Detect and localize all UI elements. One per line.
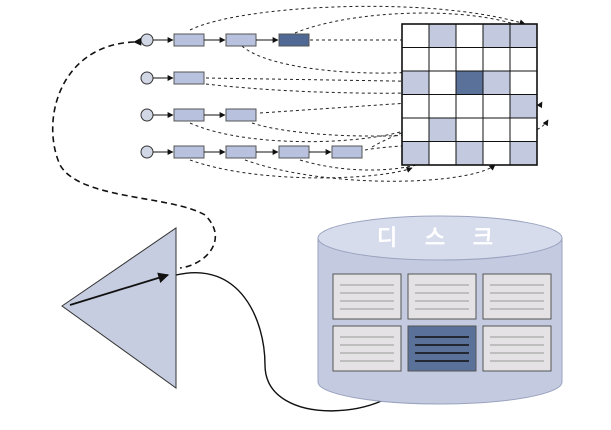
grid-cell (509, 47, 538, 72)
list-node (173, 108, 205, 122)
grid-cell-shaded (509, 23, 538, 48)
disk-block (482, 273, 552, 320)
grid-cell (455, 117, 484, 142)
grid-cell (428, 47, 457, 72)
list-head-circle (140, 33, 154, 47)
list-node (225, 33, 257, 47)
grid-cell-shaded (482, 23, 511, 48)
list-node (173, 145, 205, 159)
grid-cell-shaded (455, 141, 484, 166)
disk-block (332, 273, 402, 320)
disk-body (317, 238, 563, 405)
grid-cell (401, 47, 430, 72)
grid-cell (509, 70, 538, 95)
disk-top (317, 215, 563, 261)
list-node (173, 71, 205, 85)
pointer-link (294, 12, 526, 34)
grid-cell-shaded (401, 141, 430, 166)
grid-cell (455, 23, 484, 48)
grid-cell (401, 94, 430, 119)
grid-cell (482, 47, 511, 72)
disk-blocks (332, 273, 552, 372)
grid-cell (428, 141, 457, 166)
list-head-circle (140, 108, 154, 122)
linked-lists (140, 33, 363, 159)
disk: 디 스 크 (317, 215, 563, 405)
list-head-circle (140, 71, 154, 85)
disk-block (332, 325, 402, 372)
grid-cell (455, 47, 484, 72)
grid-border (401, 23, 538, 166)
grid-cell-shaded (509, 94, 538, 119)
grid-cell (482, 94, 511, 119)
grid-cell-shaded (401, 70, 430, 95)
grid-cell (401, 23, 430, 48)
pointer-link (205, 83, 461, 94)
list-head-circle (140, 145, 154, 159)
list-node (331, 145, 363, 159)
grid-cell (455, 94, 484, 119)
grid-cell (482, 117, 511, 142)
grid-cell-shaded (509, 141, 538, 166)
pointer-link (244, 159, 496, 182)
grid-cell (428, 94, 457, 119)
read-head-arm (69, 272, 170, 306)
pointer-link (189, 5, 526, 31)
grid-cell-shaded (482, 70, 511, 95)
disk-label: 디 스 크 (377, 226, 503, 251)
grid-cell-shaded (428, 23, 457, 48)
pointer-link (259, 95, 483, 114)
pointer-link (241, 45, 470, 74)
pointer-link (189, 122, 421, 143)
disk-block (482, 325, 552, 372)
list-node (173, 33, 205, 47)
list-node (278, 145, 310, 159)
disk-block (407, 273, 477, 320)
list-node (225, 145, 257, 159)
list-node-highlighted (278, 33, 310, 47)
access-curve (175, 272, 416, 412)
grid-cell (509, 117, 538, 142)
grid-cell (401, 117, 430, 142)
read-head (61, 227, 177, 389)
grid-cell-shaded (428, 117, 457, 142)
pointer-link (189, 159, 413, 179)
grid-cell-highlighted (455, 70, 484, 95)
grid-cell (428, 70, 457, 95)
disk-block-highlighted (407, 325, 477, 372)
list-node (225, 108, 257, 122)
read-head-triangle (61, 227, 177, 389)
head-pointer-curve (51, 37, 217, 269)
index-grid (401, 23, 538, 166)
grid-cell (482, 141, 511, 166)
